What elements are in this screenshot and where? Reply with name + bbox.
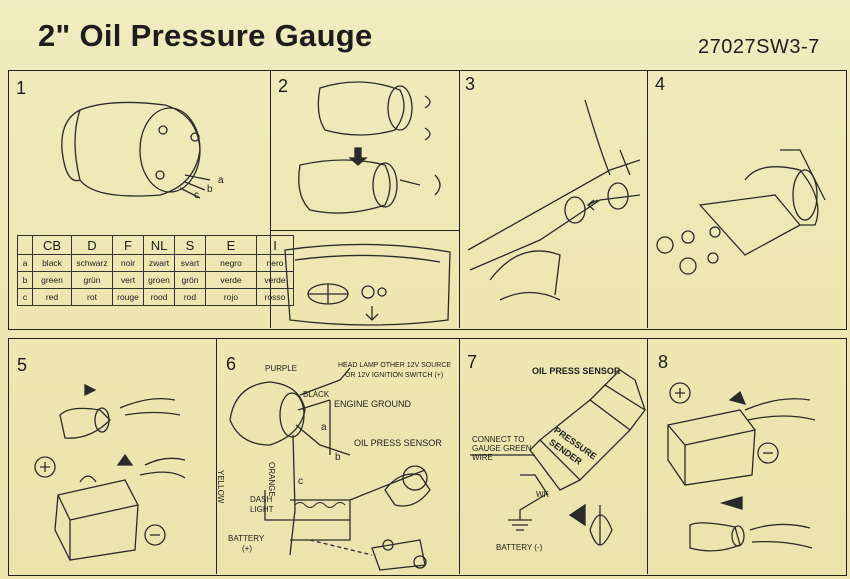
bracket-hardware-drawing [656,149,826,275]
label-battery-minus: BATTERY (-) [496,543,543,552]
label-dash: DASH [250,495,273,504]
table-cell: rood [143,288,175,306]
step-number-8: 8 [658,352,669,372]
step-number-3: 3 [465,74,476,94]
bottom-row-frame [8,338,847,576]
label-b: b [335,452,341,463]
table-header-row: CB D F NL S E I [17,235,294,255]
label-connect-3: WIRE [472,453,493,462]
step-number-6: 6 [226,354,237,374]
table-cell: b [17,271,33,289]
sensor-drawing [470,369,646,546]
battery-disconnect-drawing [34,383,186,561]
table-cell: negro [205,254,257,272]
label-oil-press-sensor: OIL PRESS SENSOR [354,438,442,448]
wire-label-a: a [218,175,224,186]
table-header-cell: E [205,235,257,255]
model-code: 27027SW3-7 [698,36,820,58]
divider [647,70,648,328]
page-title: 2" Oil Pressure Gauge [38,18,373,53]
table-cell: verde [256,271,294,289]
label-engine-ground: ENGINE GROUND [334,399,412,409]
table-cell: a [17,254,33,272]
table-cell: zwart [143,254,175,272]
table-header-cell: F [112,235,144,255]
gauge-connection-drawing [284,81,451,326]
battery-reconnect-drawing [667,382,816,552]
top-row-frame [8,70,847,330]
table-header-cell [17,235,33,255]
table-cell: verde [205,271,257,289]
divider [270,70,271,328]
table-cell: nero [256,254,294,272]
label-c: c [298,476,303,487]
table-cell: rojo [205,288,257,306]
table-cell: noir [112,254,144,272]
label-connect-1: CONNECT TO [472,435,525,444]
table-header-cell: I [256,235,294,255]
divider [216,338,217,574]
gauge-rear-drawing [61,101,211,199]
divider [459,338,460,574]
label-black: BLACK [303,390,330,399]
step-number-1: 1 [16,78,27,98]
wire-color-table: CB D F NL S E I a black schwarz noir zwa… [17,235,294,306]
dash-mounting-drawing [467,99,641,301]
table-cell: rouge [112,288,144,306]
step-number-2: 2 [278,76,289,96]
table-cell: schwarz [71,254,113,272]
label-a: a [321,422,327,433]
label-battery-plus: (+) [242,544,252,553]
table-cell: green [32,271,72,289]
label-oil-press-sensor-title: OIL PRESS SENSOR [532,366,621,376]
label-battery: BATTERY [228,534,265,543]
table-header-cell: S [174,235,206,255]
table-cell: black [32,254,72,272]
step-number-5: 5 [17,355,28,375]
table-cell: rosso [256,288,294,306]
step-number-7: 7 [467,352,478,372]
label-yellow: YELLOW [216,470,225,504]
table-cell: svart [174,254,206,272]
divider [647,338,648,574]
step-number-4: 4 [655,74,666,94]
table-cell: rod [174,288,206,306]
label-wk: WK [536,490,549,499]
table-header-cell: D [71,235,113,255]
divider [459,70,460,328]
divider [270,230,459,231]
wire-label-b: b [207,184,213,195]
wire-label-c: c [194,190,199,201]
label-ignition: OR 12V IGNITION SWITCH (+) [345,372,444,379]
table-cell: groen [143,271,175,289]
label-head-lamp: HEAD LAMP OTHER 12V SOURCE [338,362,452,369]
table-header-cell: NL [143,235,175,255]
label-orange: ORANGE [267,462,276,497]
table-cell: grün [71,271,113,289]
wiring-diagram-drawing [229,367,431,571]
label-connect-2: GAUGE GREEN [472,444,532,453]
table-header-cell: CB [32,235,72,255]
table-cell: rot [71,288,113,306]
table-row: c red rot rouge rood rod rojo rosso [17,288,294,306]
table-row: b green grün vert groen grön verde verde [17,271,294,289]
table-row: a black schwarz noir zwart svart negro n… [17,254,294,272]
label-light: LIGHT [250,505,274,514]
table-cell: grön [174,271,206,289]
table-cell: red [32,288,72,306]
label-purple: PURPLE [265,364,298,373]
table-cell: c [17,288,33,306]
table-cell: vert [112,271,144,289]
